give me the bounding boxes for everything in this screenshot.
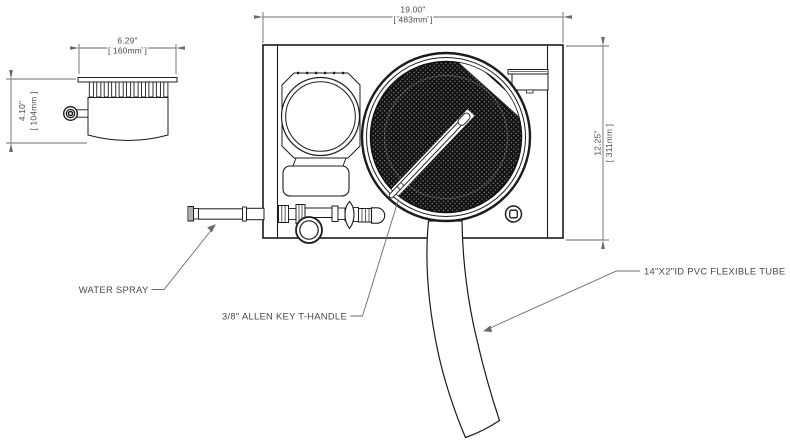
flexible-tube (426, 220, 501, 439)
octagon-bolts (297, 71, 345, 75)
box-tab (526, 89, 534, 94)
hose-ring (295, 216, 323, 244)
socket-screw (504, 205, 523, 223)
pvc-tube-label: 14"X2"ID PVC FLEXIBLE TUBE (644, 265, 785, 276)
callouts: WATER SPRAY 3/8" ALLEN KEY T-HANDLE 14"X… (77, 200, 787, 333)
side-view-fitting (63, 105, 79, 121)
dim-side-width: 6.29" [ 160mm ] (70, 34, 185, 74)
water-spray-nozzle (187, 206, 265, 222)
plumbing-assembly (187, 200, 386, 244)
hose-fittings (278, 204, 386, 226)
dim-side-width-mm: [ 160mm ] (108, 46, 147, 56)
motor-mount-block (282, 165, 350, 197)
grinding-disc (360, 51, 532, 223)
dim-main-height-in: 12.25" (593, 130, 603, 155)
motor-face-inner (285, 81, 356, 152)
dim-side-width-in: 6.29" (117, 36, 137, 46)
pvc-tube-callout: 14"X2"ID PVC FLEXIBLE TUBE (483, 264, 787, 333)
t-handle-shaft (388, 112, 471, 199)
end-cap (370, 207, 386, 224)
side-fitting-stem (76, 109, 89, 118)
motor-assembly (280, 71, 361, 197)
side-view (63, 77, 178, 141)
dim-side-height: 4.10" [ 104mm ] (6, 70, 87, 152)
dim-side-height-mm: [ 104mm ] (29, 91, 39, 130)
enclosure-outline (262, 44, 564, 239)
t-handle-ferrule (457, 112, 471, 126)
dim-main-width-in: 19.00" (400, 5, 425, 15)
heatsink-flange (77, 77, 178, 83)
main-view (187, 44, 564, 439)
top-right-box (507, 69, 549, 94)
leader-arrowhead (207, 224, 216, 233)
heatsink-fins (88, 81, 169, 98)
dim-main-height-mm: [ 311mm ] (604, 124, 614, 162)
side-view-body (87, 97, 169, 141)
motor-face-outer (280, 76, 361, 157)
leader-arrowhead (483, 325, 493, 333)
allen-key-label: 3/8" ALLEN KEY T-HANDLE (222, 311, 347, 322)
dim-main-width: 19.00" [ 483mm ] (254, 3, 572, 43)
dim-main-width-mm: [ 483mm ] (393, 15, 432, 25)
valve-handle (344, 200, 355, 230)
disc-rim-inner (366, 57, 526, 217)
disc-inner-ring (384, 75, 508, 199)
water-spray-label: WATER SPRAY (79, 284, 149, 295)
water-spray-callout: WATER SPRAY (77, 224, 216, 296)
dim-side-height-in: 4.10" (17, 101, 27, 121)
dim-main-height: 12.25" [ 311mm ] (566, 37, 616, 249)
allen-key-callout: 3/8" ALLEN KEY T-HANDLE (220, 200, 399, 323)
